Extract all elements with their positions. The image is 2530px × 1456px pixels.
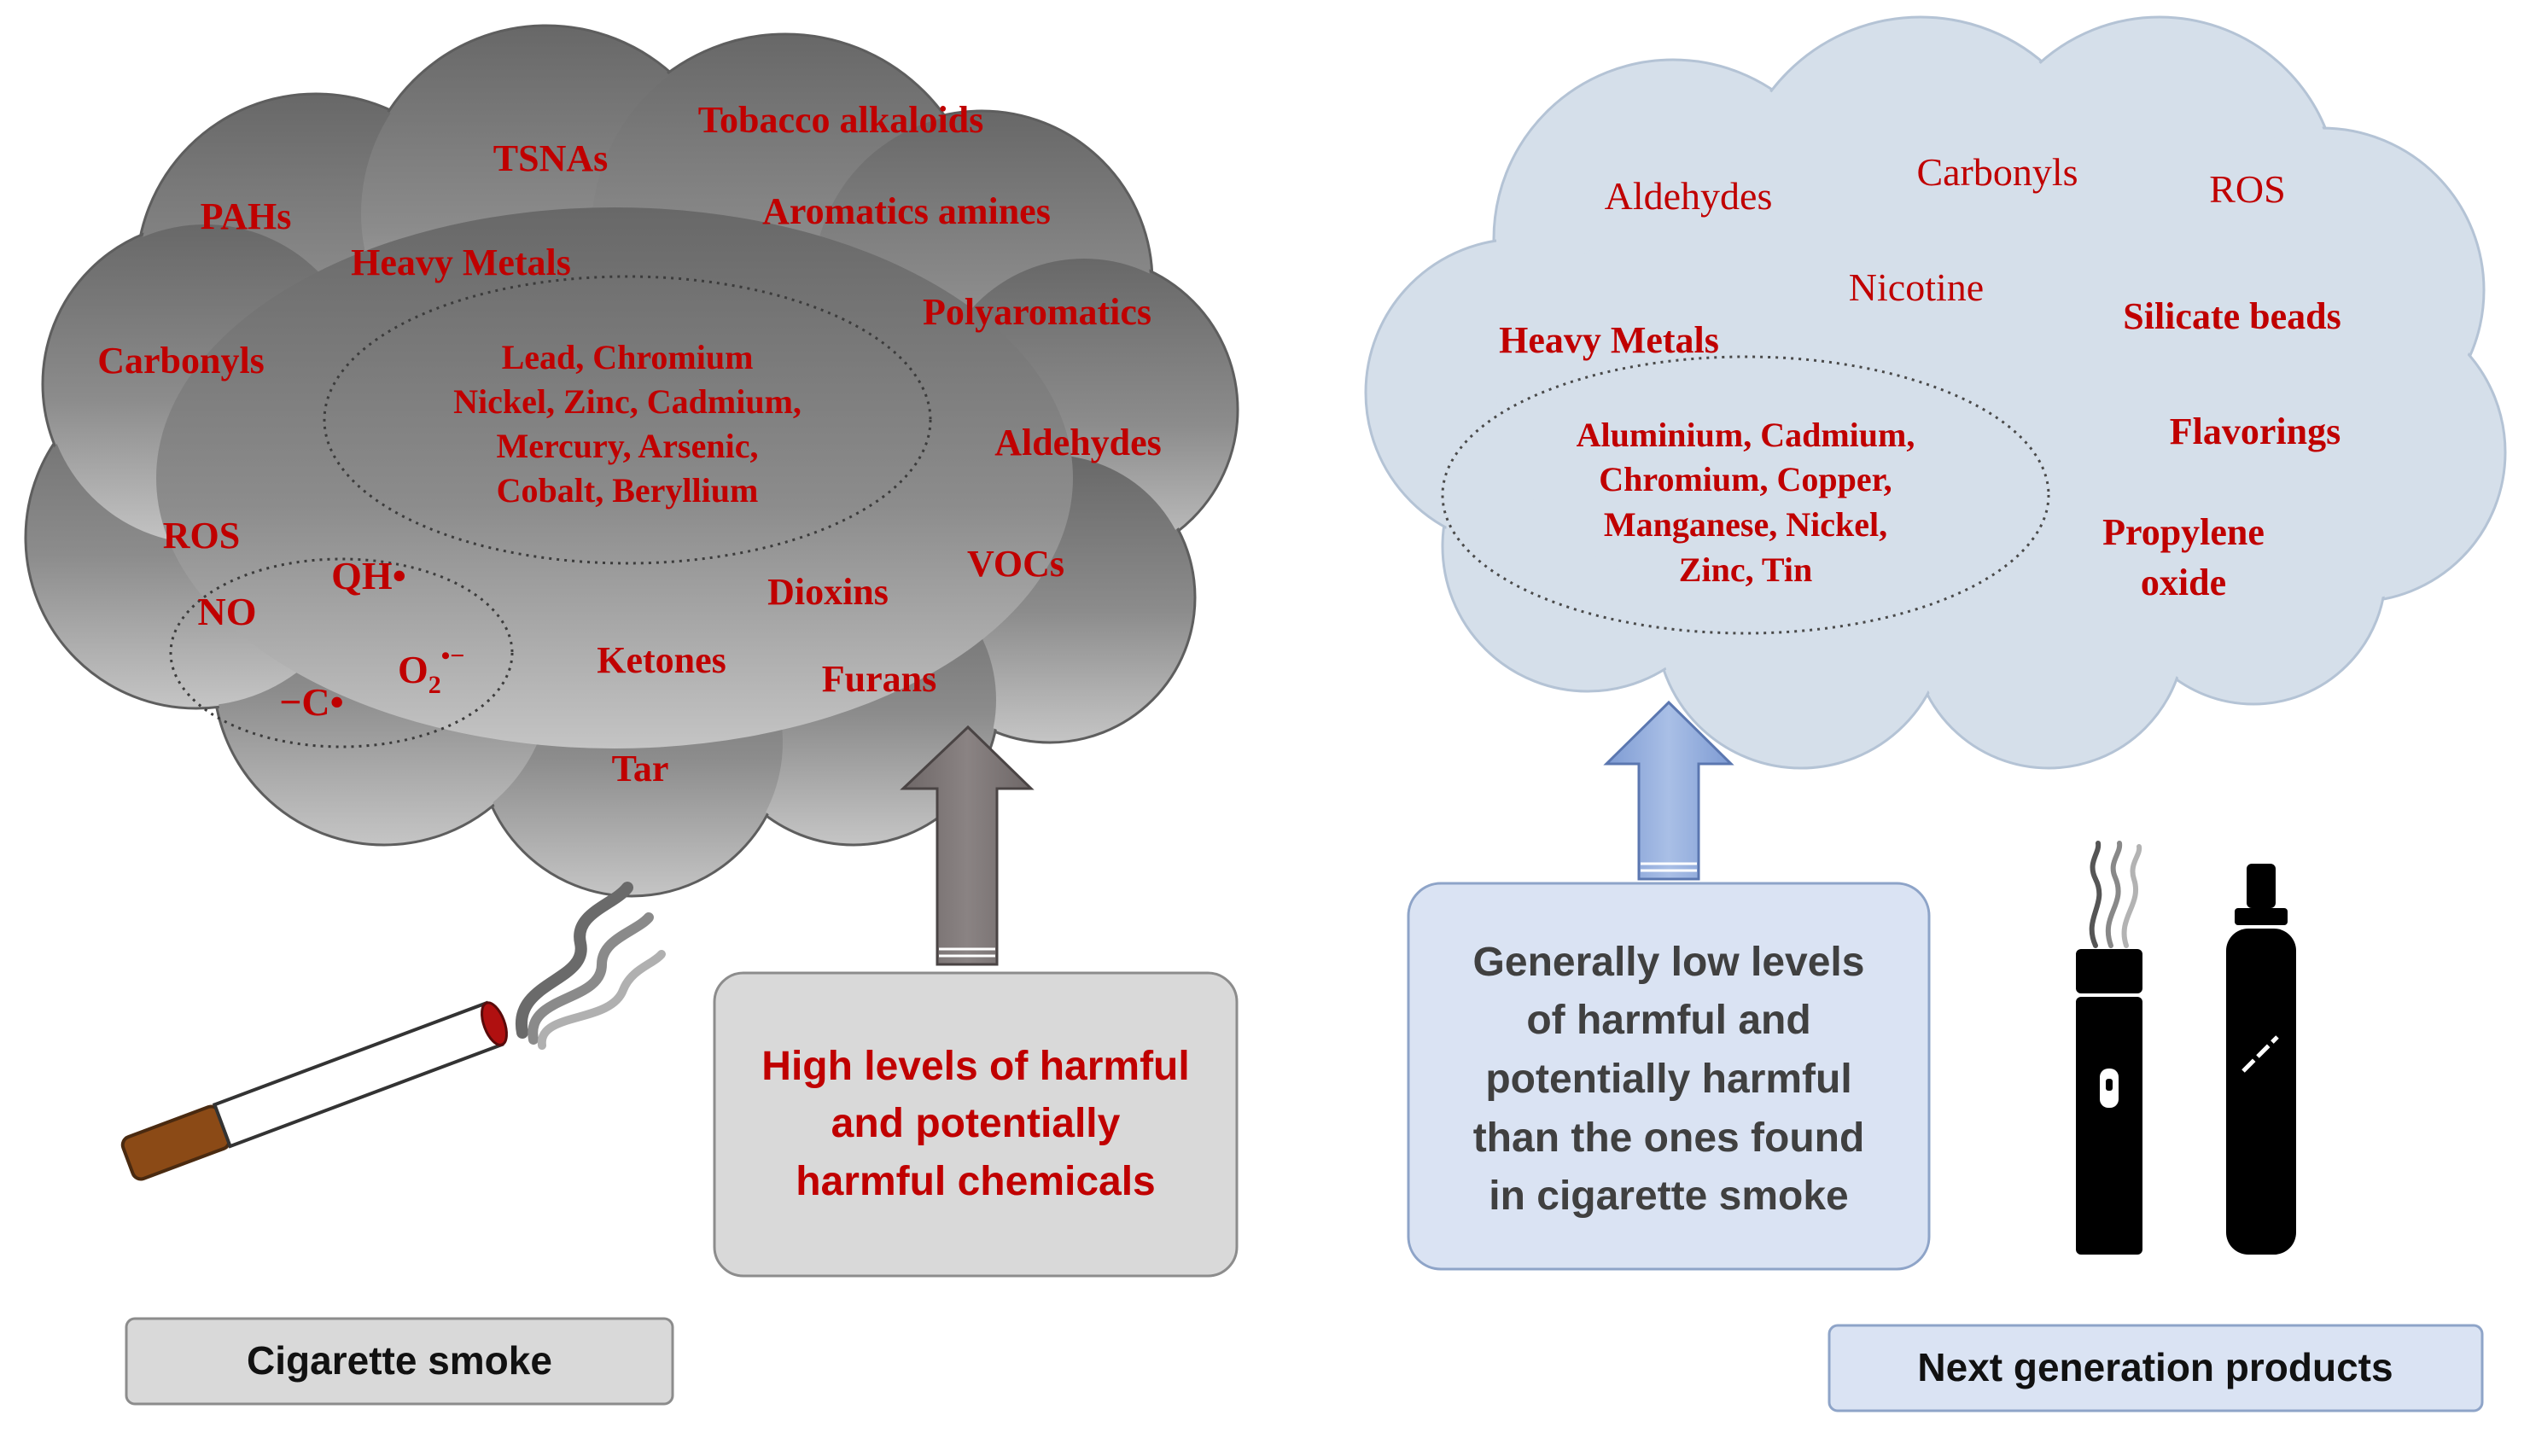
label-ngp-heavy-metals: Heavy Metals — [1499, 319, 1719, 361]
label-carbonyls: Carbonyls — [97, 340, 265, 381]
info-box-line: in cigarette smoke — [1489, 1174, 1849, 1219]
ngp-metal-line: Aluminium, Cadmium, — [1577, 416, 1915, 454]
cigarette-smoke-cloud — [24, 24, 1239, 898]
heavy-metals-group-outline — [323, 275, 932, 565]
metal-line: Lead, Chromium — [502, 338, 754, 376]
label-ngp-nicotine: Nicotine — [1849, 265, 1984, 309]
label-dioxins: Dioxins — [767, 571, 889, 613]
cigarette-icon — [120, 1000, 508, 1181]
info-box-line: potentially harmful — [1485, 1057, 1851, 1102]
ngp-metal-line: Manganese, Nickel, — [1604, 505, 1887, 544]
ngp-metal-line: Zinc, Tin — [1679, 550, 1812, 589]
metal-line: Cobalt, Beryllium — [497, 471, 759, 510]
caption-text: Cigarette smoke — [247, 1338, 552, 1383]
radical-o2: O2•− — [398, 642, 464, 699]
label-ngp-flavorings: Flavorings — [2170, 411, 2341, 452]
radical-o2-base: O — [398, 648, 428, 691]
label-vocs: VOCs — [967, 543, 1064, 585]
radical-o2-sub: 2 — [428, 671, 441, 699]
info-box-line: Generally low levels — [1473, 940, 1865, 985]
label-ngp-aldehydes: Aldehydes — [1605, 174, 1773, 218]
right-up-arrow — [1603, 700, 1734, 881]
radical-c: −C• — [279, 680, 344, 724]
label-heavy-metals: Heavy Metals — [351, 242, 571, 283]
info-box-line: harmful chemicals — [796, 1159, 1156, 1204]
label-tobacco-alkaloids: Tobacco alkaloids — [698, 99, 984, 141]
radical-o2-sup: •− — [441, 642, 465, 670]
left-up-arrow — [900, 725, 1035, 966]
label-ketones: Ketones — [597, 639, 726, 681]
label-polyaromatics: Polyaromatics — [923, 291, 1151, 333]
label-ngp-carbonyls: Carbonyls — [1916, 150, 2078, 194]
ngp-heavy-metals-group-outline — [1441, 355, 2050, 635]
ngp-metal-line: Chromium, Copper, — [1599, 460, 1892, 498]
label-tsnas: TSNAs — [493, 137, 609, 179]
info-box-line: than the ones found — [1473, 1115, 1865, 1161]
label-ngp-silicate-beads: Silicate beads — [2123, 295, 2341, 337]
label-pahs: PAHs — [201, 195, 292, 237]
caption-text: Next generation products — [1917, 1345, 2393, 1389]
label-aldehydes: Aldehydes — [994, 422, 1162, 463]
label-ros: ROS — [163, 515, 240, 556]
cigarette-smoke-caption: Cigarette smoke — [125, 1317, 674, 1406]
label-tar: Tar — [612, 748, 669, 789]
info-box-line: of harmful and — [1526, 998, 1810, 1043]
info-box-line: and potentially — [831, 1101, 1121, 1146]
metal-line: Nickel, Zinc, Cadmium, — [453, 382, 802, 421]
next-generation-products-cloud — [1364, 15, 2507, 770]
label-aromatic-amines: Aromatics amines — [762, 190, 1051, 232]
e-cigarette-device-icon — [2226, 864, 2296, 1255]
info-box-line: High levels of harmful — [761, 1044, 1189, 1089]
label-ngp-propylene-oxide: oxide — [2141, 562, 2226, 603]
label-ngp-propylene-oxide: Propylene — [2102, 511, 2265, 553]
radical-qh: QH• — [331, 554, 406, 597]
heated-tobacco-device-icon — [2076, 841, 2142, 1255]
low-levels-info-box: Generally low levels of harmful and pote… — [1407, 882, 1931, 1271]
label-ngp-ros: ROS — [2209, 167, 2285, 211]
radical-no: NO — [198, 590, 257, 633]
radicals-group-outline — [169, 557, 514, 748]
metal-line: Mercury, Arsenic, — [497, 427, 759, 465]
smoke-icon — [515, 882, 666, 1050]
label-furans: Furans — [822, 658, 936, 700]
harmful-chemicals-info-box: High levels of harmful and potentially h… — [713, 971, 1239, 1278]
next-generation-products-caption: Next generation products — [1828, 1324, 2484, 1412]
